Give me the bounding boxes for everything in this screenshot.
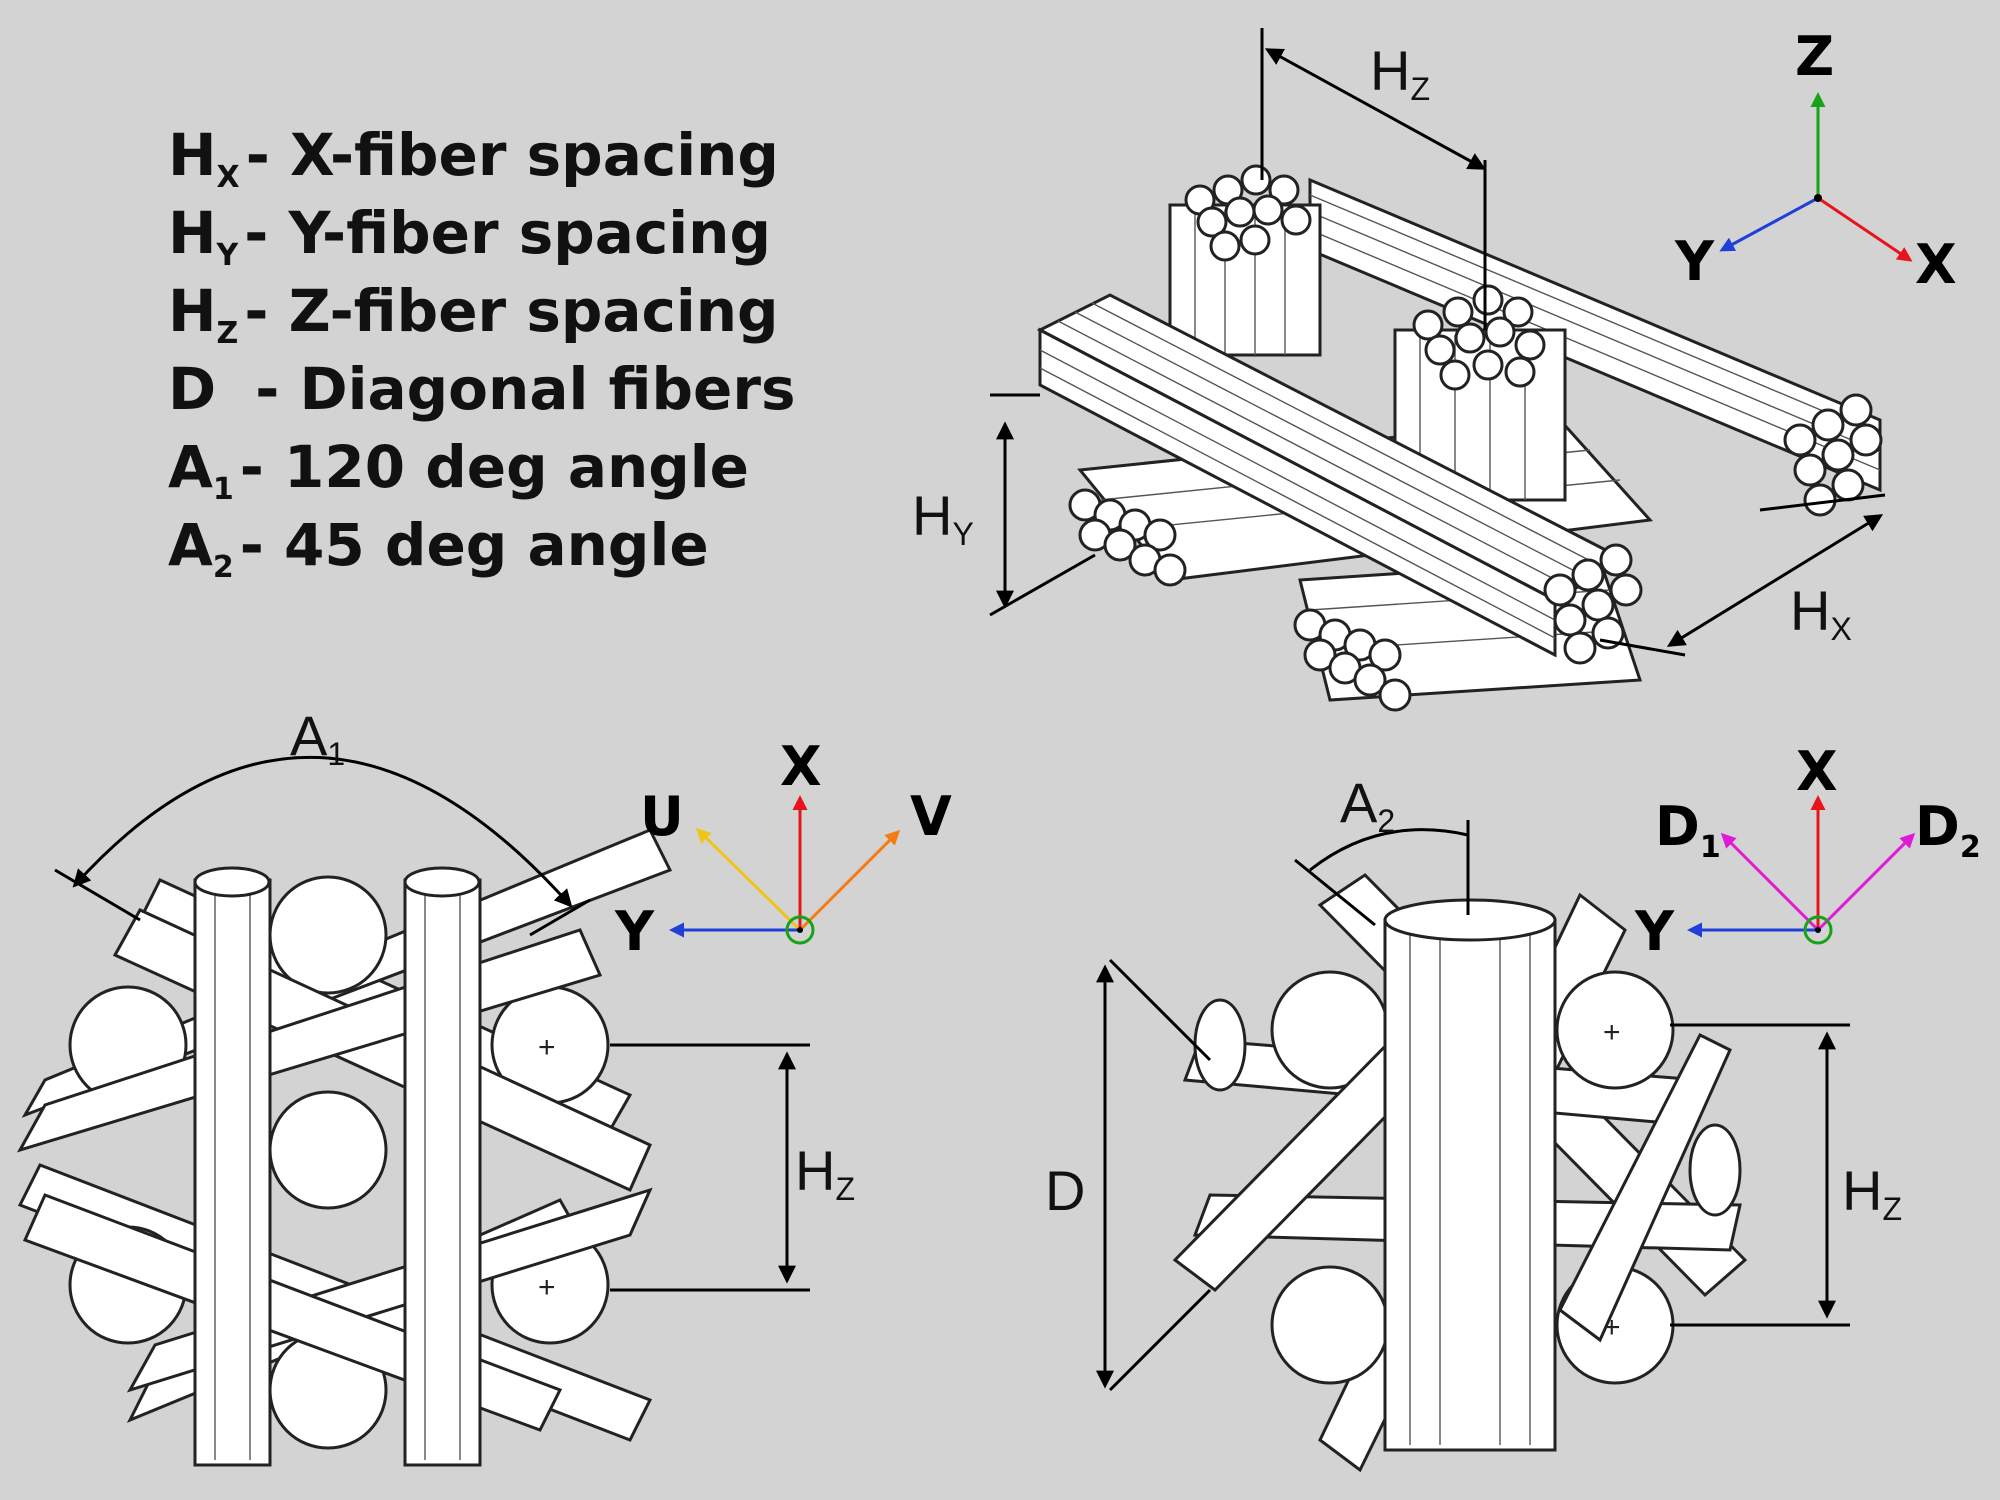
xyz-axis-triad: Z X Y [1674, 25, 1957, 296]
d-label: D [1045, 1159, 1085, 1222]
hz-label-right: HZ [1842, 1159, 1902, 1227]
legend-item-a2: A2- 45 deg angle [168, 511, 709, 585]
svg-text:+: + [538, 1271, 556, 1304]
hx-label: HX [1790, 579, 1852, 647]
x-fiber-rod-right [1383, 898, 1557, 1452]
legend-item-hx: HX- X-fiber spacing [168, 121, 779, 195]
xuvy-axis-triad: X U V Y [614, 735, 952, 963]
a1-angle-arc [72, 756, 573, 908]
a2-label: A2 [1340, 771, 1395, 839]
hy-label: HY [912, 484, 974, 552]
x-axis-label: X [1915, 233, 1957, 296]
legend: HX- X-fiber spacing HY- Y-fiber spacing … [168, 121, 796, 585]
hz-label-left: HZ [795, 1139, 855, 1207]
a1-label: A1 [290, 704, 345, 772]
xd1d2y-axis-triad: X D1 D2 Y [1634, 740, 1981, 963]
y-axis-label: Y [1674, 230, 1715, 293]
z-fiber-column-left [1168, 164, 1322, 357]
y-fiber-bundle-end-bottom [1293, 608, 1412, 712]
hz-dimension-arrow-top [1264, 48, 1487, 170]
z-axis-label: Z [1795, 25, 1834, 88]
svg-text:+: + [538, 1031, 556, 1064]
v-axis-label: V [910, 785, 952, 848]
u-axis-label: U [640, 785, 684, 848]
top-view-45deg: + + A2 D HZ [1045, 771, 1902, 1473]
top-view-120deg: + + A1 HZ [16, 704, 855, 1467]
d1-axis-label: D1 [1655, 795, 1721, 865]
legend-item-a1: A1- 120 deg angle [168, 433, 749, 507]
hx-dimension-arrow [1666, 514, 1884, 647]
a2-angle-arc [1309, 828, 1469, 872]
x-axis-label-right: X [1796, 740, 1838, 803]
svg-text:+: + [1603, 1016, 1621, 1049]
x-axis-label-left: X [780, 735, 822, 798]
hz-label-top: HZ [1370, 39, 1430, 107]
legend-item-hy: HY- Y-fiber spacing [168, 199, 771, 273]
legend-item-hz: HZ- Z-fiber spacing [168, 277, 779, 351]
isometric-fiber-view: HZ HY HX [912, 28, 1886, 712]
y-fiber-bundle-end-left [1068, 488, 1187, 587]
y-axis-label-right: Y [1634, 900, 1675, 963]
d2-axis-label: D2 [1915, 795, 1981, 865]
x-fiber-bundle-front [1036, 293, 1643, 665]
legend-item-d: D- Diagonal fibers [168, 355, 796, 423]
y-axis-label-left: Y [614, 900, 655, 963]
